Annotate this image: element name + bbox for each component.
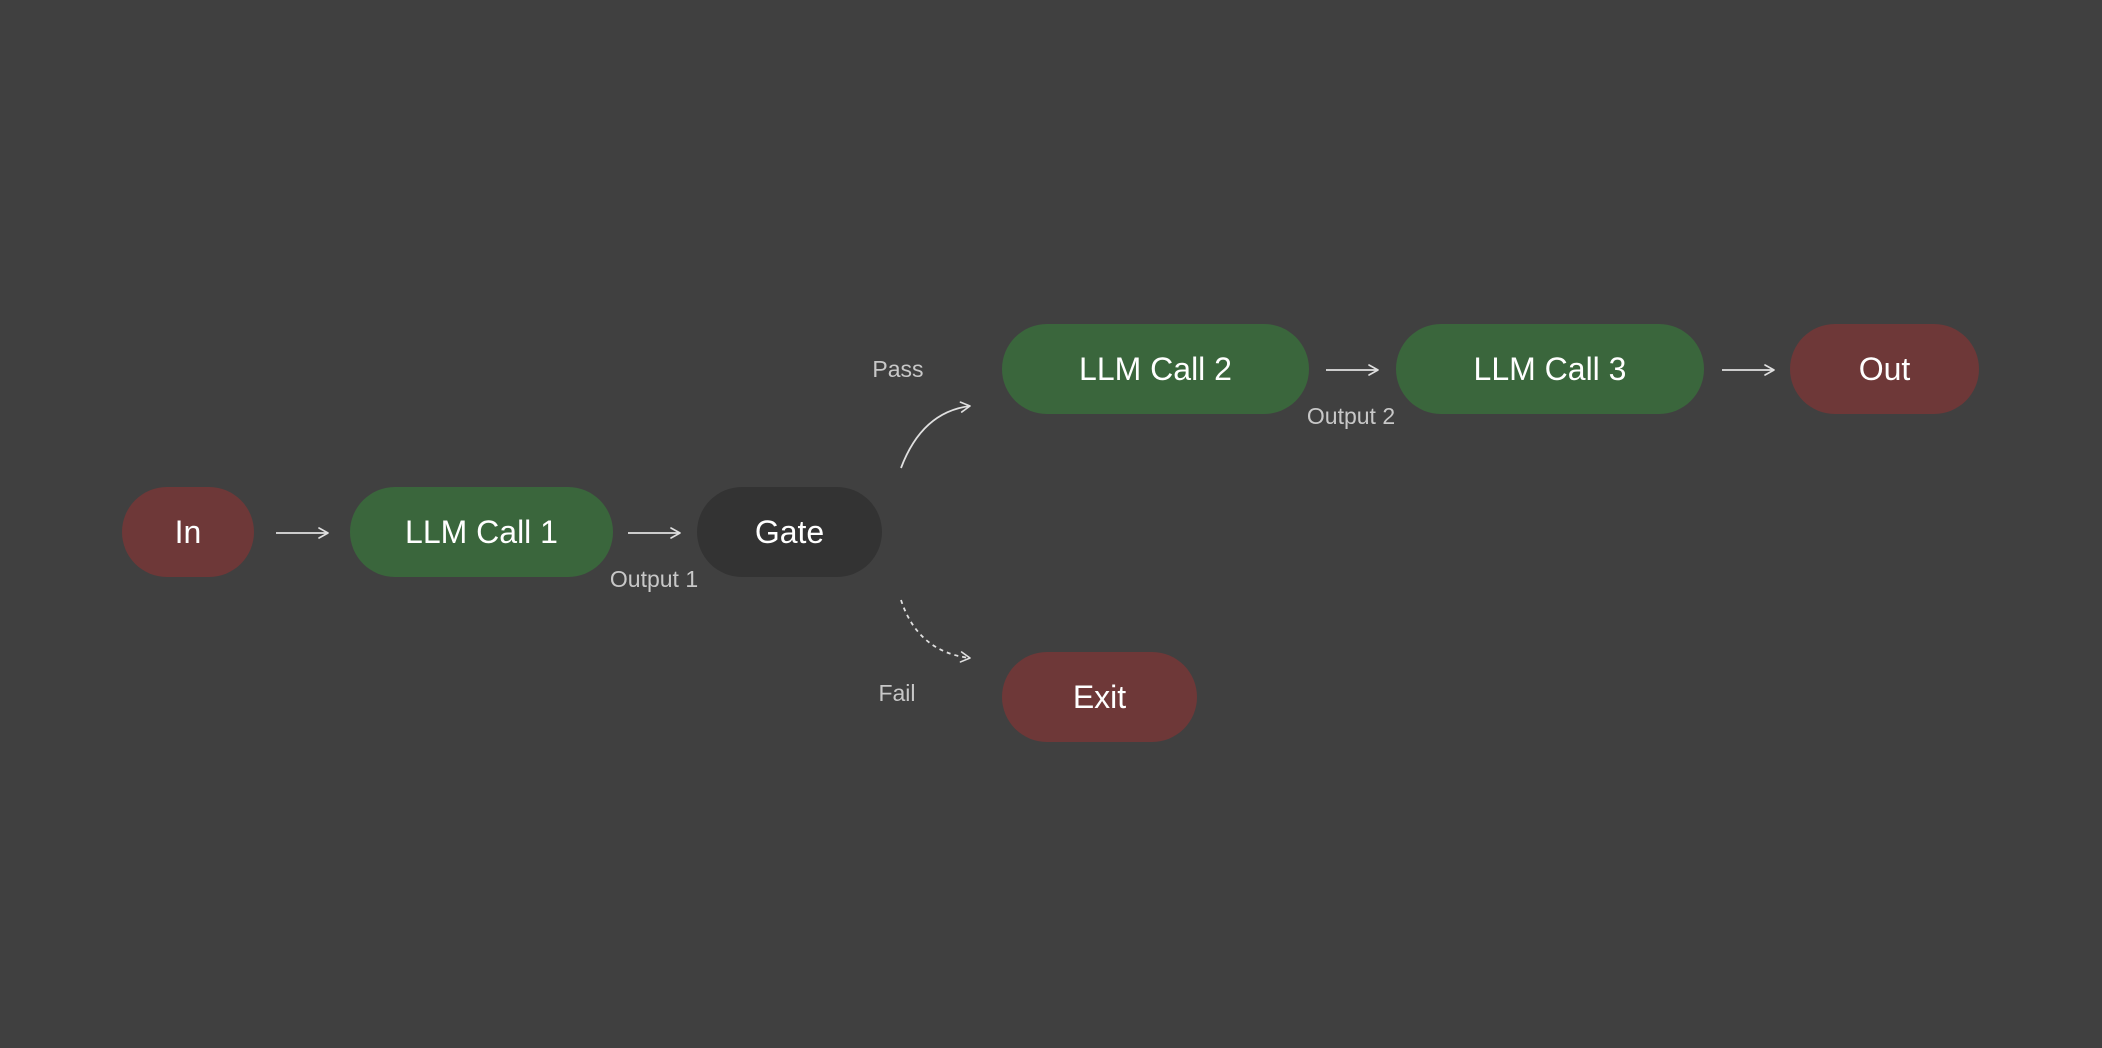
edge-label-fail: Fail bbox=[878, 680, 916, 706]
node-llm-call-2: LLM Call 2 bbox=[1002, 324, 1309, 414]
arrow-gate-fail-to-exit bbox=[900, 599, 971, 663]
node-llm-call-1: LLM Call 1 bbox=[350, 487, 613, 577]
node-exit: Exit bbox=[1002, 652, 1197, 742]
edge-label-output-2: Output 2 bbox=[1306, 403, 1396, 429]
edge-label-output-1: Output 1 bbox=[609, 566, 699, 592]
node-gate: Gate bbox=[697, 487, 882, 577]
edge-label-pass: Pass bbox=[872, 356, 924, 382]
node-in: In bbox=[122, 487, 254, 577]
node-out: Out bbox=[1790, 324, 1979, 414]
arrow-gate-pass-to-llm-call-2 bbox=[900, 401, 971, 469]
node-llm-call-3: LLM Call 3 bbox=[1396, 324, 1704, 414]
